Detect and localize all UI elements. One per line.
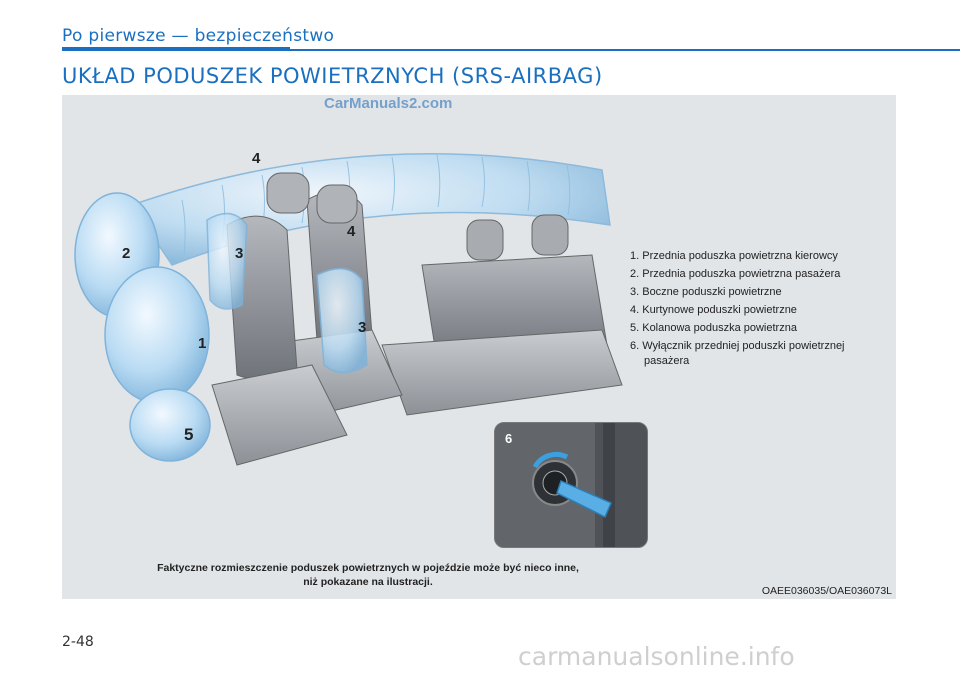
- airbag-legend: 1. Przednia poduszka powietrzna kierowcy…: [630, 247, 880, 368]
- front-airbag-driver: [104, 266, 210, 404]
- legend-item: 2. Przednia poduszka powietrzna pasażera: [630, 268, 841, 280]
- rear-seat-cushion: [381, 329, 623, 416]
- switch-drawing: [495, 423, 647, 547]
- passenger-headrest: [316, 184, 358, 224]
- side-airbag-passenger: [316, 267, 368, 374]
- legend-item: 3. Boczne poduszki powietrzne: [630, 286, 782, 298]
- passenger-airbag-switch-inset: 6: [494, 422, 648, 548]
- section-header: Po pierwsze — bezpieczeństwo: [62, 26, 335, 46]
- legend-item: 4. Kurtynowe poduszki powietrzne: [630, 304, 797, 316]
- header-rule-accent: [62, 47, 290, 51]
- driver-headrest: [266, 172, 310, 214]
- image-code: OAEE036035/OAE036073L: [761, 585, 892, 597]
- figure-caption: Faktyczne rozmieszczenie poduszek powiet…: [108, 561, 628, 589]
- page-title: UKŁAD PODUSZEK POWIETRZNYCH (SRS-AIRBAG): [62, 64, 603, 88]
- callout-6: 6: [505, 431, 513, 446]
- side-airbag-driver: [206, 212, 248, 310]
- callout-4-front: 4: [347, 223, 356, 240]
- legend-item: 1. Przednia poduszka powietrzna kierowcy: [630, 250, 838, 262]
- airbag-illustration: CarManuals2.com 1 2 3 3 4 4 5 1. Przedni…: [62, 95, 896, 599]
- callout-2: 2: [122, 245, 131, 262]
- airbag-layout-drawing: [74, 153, 623, 466]
- watermark-carmanuals: CarManuals2.com: [324, 95, 453, 112]
- rear-headrest-left: [466, 219, 504, 261]
- rear-headrest-right: [531, 214, 569, 256]
- callout-4-rear: 4: [252, 150, 261, 167]
- legend-item: 6. Wyłącznik przedniej poduszki powietrz…: [630, 337, 880, 368]
- caption-line-2: niż pokazane na ilustracji.: [303, 576, 433, 588]
- page-number: 2-48: [62, 634, 94, 650]
- watermark-carmanualsonline: carmanualsonline.info: [518, 642, 795, 671]
- caption-line-1: Faktyczne rozmieszczenie poduszek powiet…: [157, 562, 579, 574]
- legend-item-text: 6. Wyłącznik przedniej poduszki powietrz…: [630, 340, 845, 352]
- callout-5: 5: [184, 425, 194, 444]
- knee-airbag: [129, 388, 211, 462]
- callout-1: 1: [198, 335, 207, 352]
- legend-item: 5. Kolanowa poduszka powietrzna: [630, 322, 797, 334]
- callout-3-passenger: 3: [358, 319, 367, 336]
- legend-item-continuation: pasażera: [644, 355, 690, 367]
- driver-seat-cushion: [211, 364, 348, 466]
- callout-3-driver: 3: [235, 245, 244, 262]
- header-rule: [62, 49, 960, 51]
